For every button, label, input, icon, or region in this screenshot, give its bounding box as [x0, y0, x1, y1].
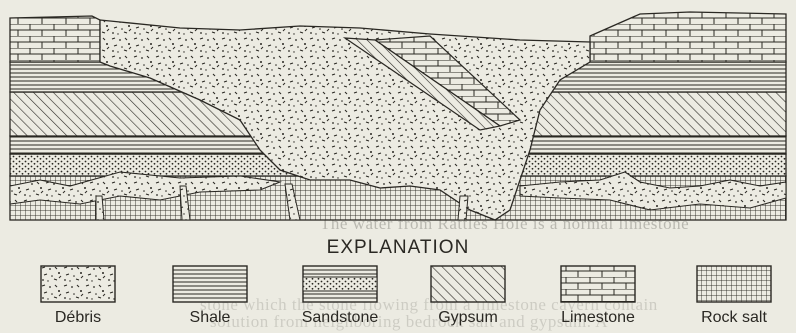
- legend-item-gypsum: Gypsum: [418, 265, 518, 329]
- legend-label-shale: Shale: [160, 309, 260, 327]
- legend-label-limestone: Limestone: [548, 309, 648, 327]
- legend-label-debris: Débris: [28, 309, 128, 327]
- legend-item-debris: Débris: [28, 265, 128, 329]
- legend-item-limestone: Limestone: [548, 265, 648, 329]
- gypsum-swatch: [430, 265, 506, 303]
- limestone-swatch: [560, 265, 636, 303]
- debris-swatch: [40, 265, 116, 303]
- shale-swatch: [172, 265, 248, 303]
- debris-root-1: [96, 196, 104, 220]
- rock-salt-swatch: [696, 265, 772, 303]
- sandstone-swatch: [302, 265, 378, 303]
- debris-root-4: [458, 196, 468, 220]
- limestone-layer-left: [10, 16, 100, 62]
- legend-label-gypsum: Gypsum: [418, 309, 518, 327]
- legend-item-shale: Shale: [160, 265, 260, 329]
- legend-label-sandstone: Sandstone: [290, 309, 390, 327]
- explanation-title: EXPLANATION: [0, 237, 796, 259]
- limestone-layer-right: [590, 12, 786, 62]
- legend-item-rock-salt: Rock salt: [684, 265, 784, 329]
- legend-item-sandstone: Sandstone: [290, 265, 390, 329]
- legend-label-rock-salt: Rock salt: [684, 309, 784, 327]
